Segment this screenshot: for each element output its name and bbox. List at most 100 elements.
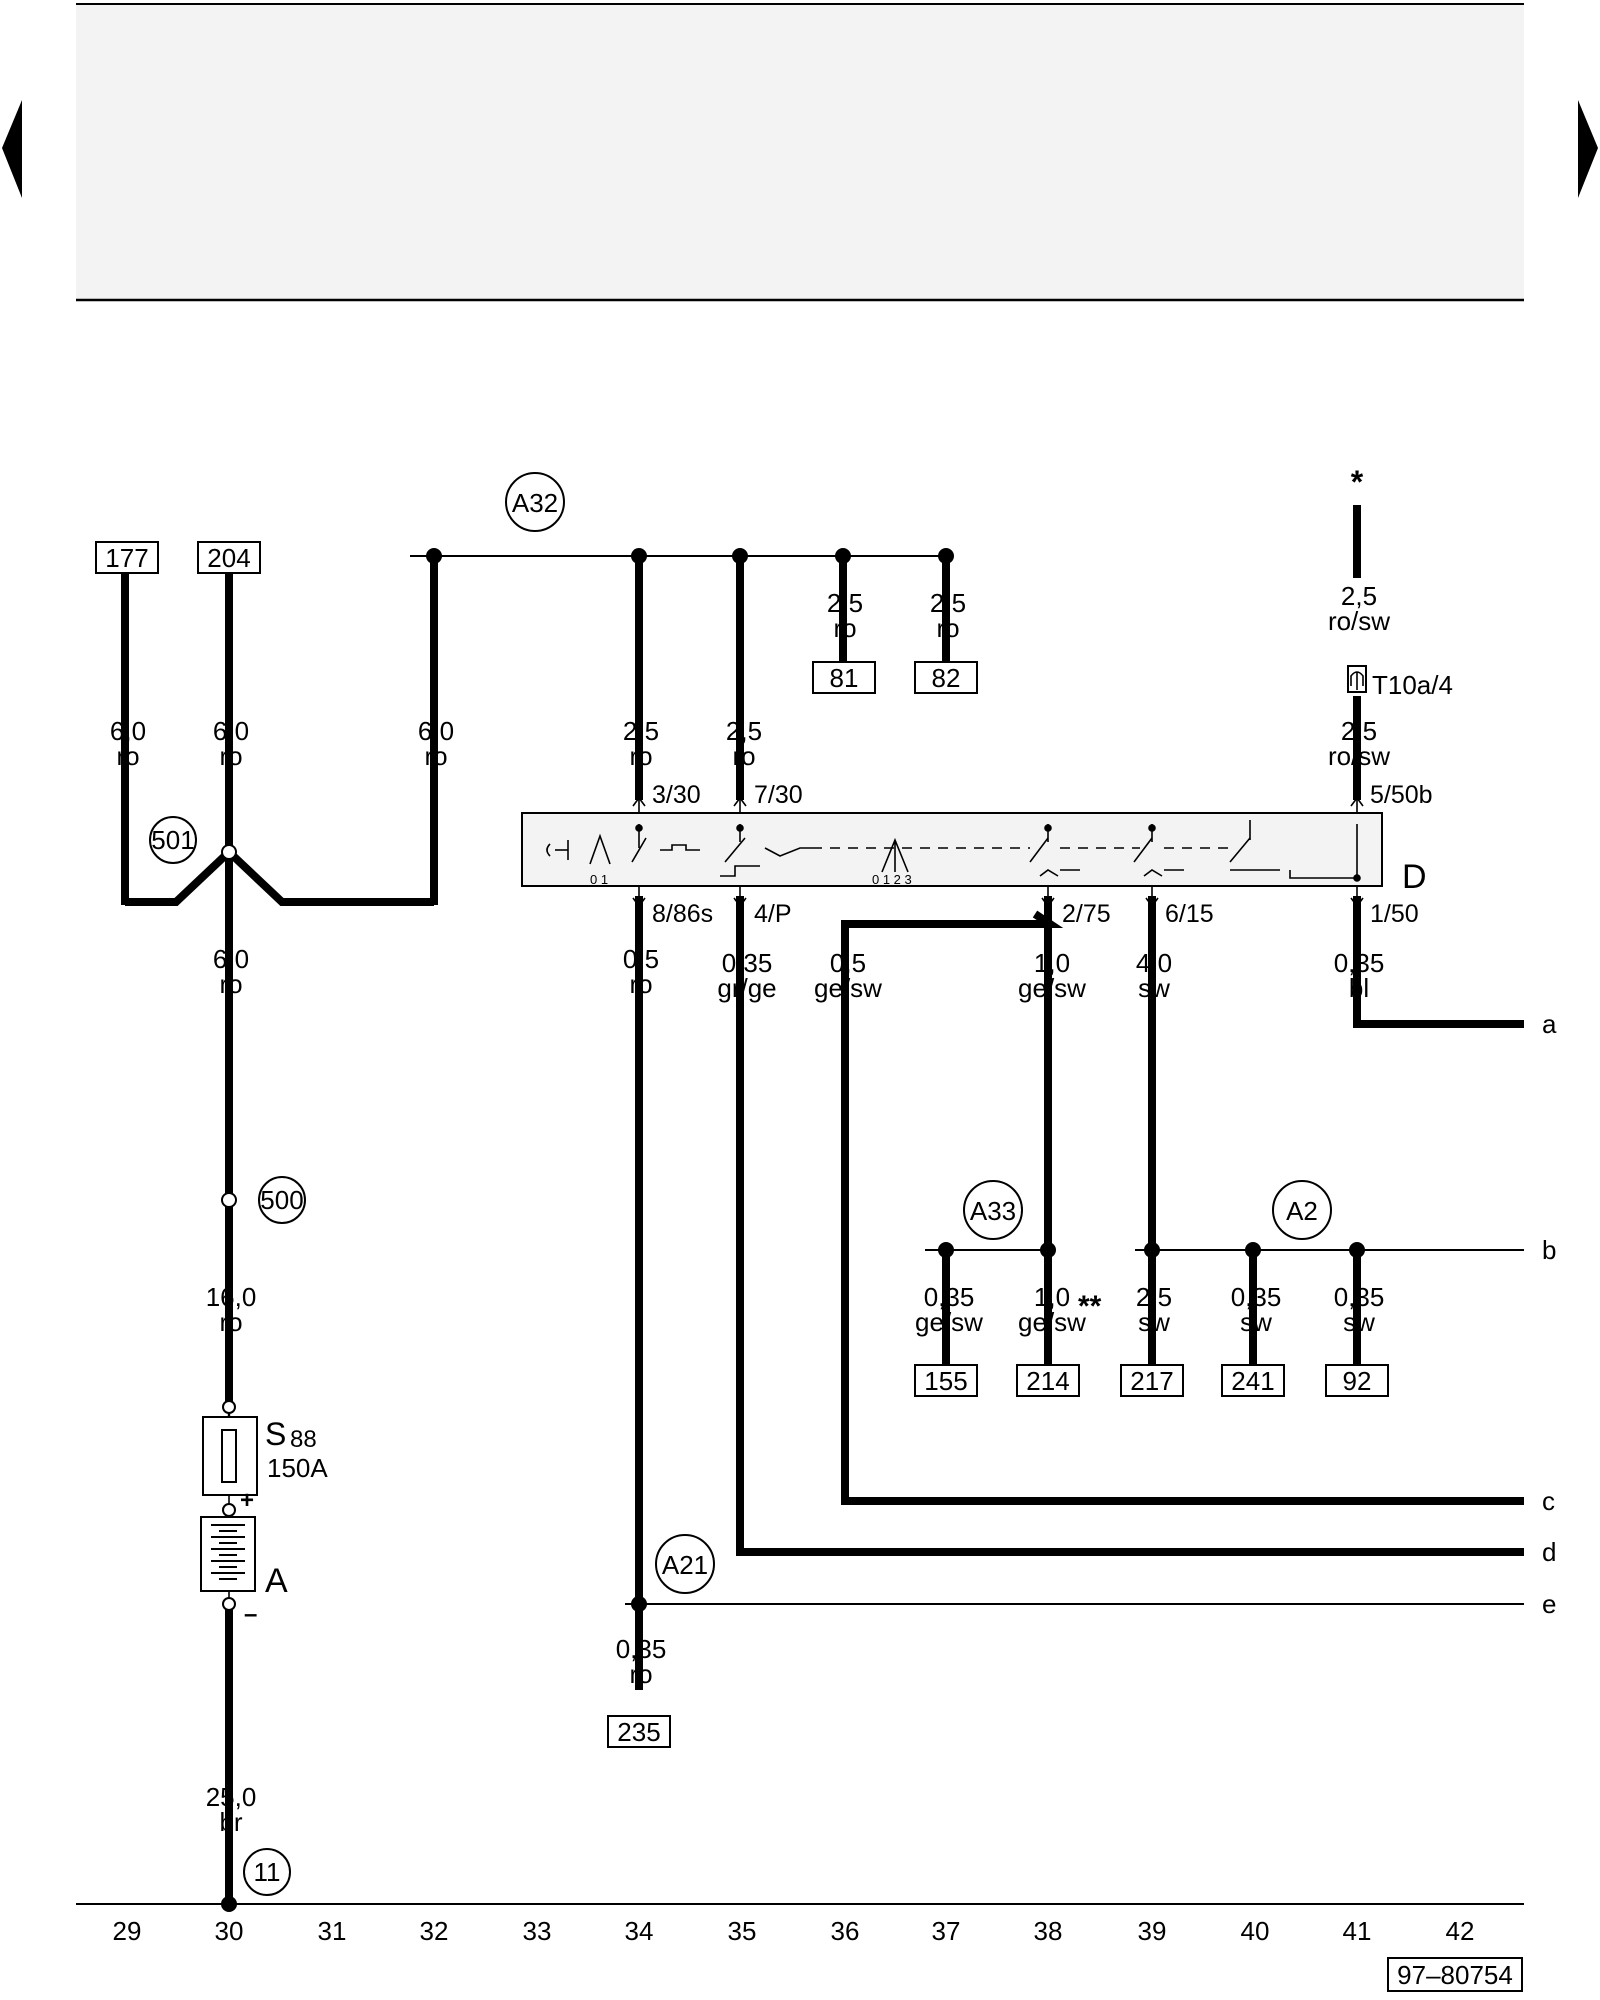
pin-label: 6/15 <box>1165 900 1214 928</box>
buses <box>76 555 1524 1905</box>
wire-size: 2,5 <box>726 716 762 746</box>
ref-box-label: 92 <box>1343 1366 1372 1396</box>
wire-color: sw <box>1240 1307 1272 1337</box>
wire-size: 0,35 <box>1334 1282 1385 1312</box>
switch-internals <box>546 820 1361 882</box>
wire-size: 1,0 <box>1034 1282 1070 1312</box>
diagram-id: 97–80754 <box>1397 1960 1513 1990</box>
wire-color: ro <box>629 741 652 771</box>
column-number: 40 <box>1241 1916 1270 1946</box>
junction-dot <box>1349 1242 1365 1258</box>
double-star-marker: ** <box>1078 1290 1102 1323</box>
wire-36 <box>841 910 1524 1505</box>
hollow-junction-501 <box>221 844 237 860</box>
edge-label: c <box>1542 1486 1555 1516</box>
junction-dot <box>835 548 851 564</box>
column-number: 35 <box>728 1916 757 1946</box>
wire-color: ro <box>936 613 959 643</box>
column-number: 37 <box>932 1916 961 1946</box>
ref-box-label: 235 <box>617 1717 660 1747</box>
wire-size: 25,0 <box>206 1782 257 1812</box>
wire-size: 0,35 <box>1334 948 1385 978</box>
ground-point-label: 500 <box>260 1185 303 1215</box>
junction-dot <box>938 1242 954 1258</box>
wire-color: ge/sw <box>915 1307 983 1337</box>
hollow-junction-500 <box>221 1192 237 1208</box>
wire-color: ro <box>424 741 447 771</box>
wire-size: 0,5 <box>623 944 659 974</box>
wire-size: 2,5 <box>623 716 659 746</box>
ref-box <box>1016 1364 1080 1397</box>
triangle-left-icon[interactable] <box>2 100 22 198</box>
ref-box <box>914 1364 978 1397</box>
fuse-s88 <box>202 1400 258 1517</box>
pin-label: 4/P <box>754 900 792 928</box>
wire-color: br <box>219 1807 242 1837</box>
fuse-terminal <box>222 1503 236 1517</box>
ground-point-label: 11 <box>254 1857 281 1887</box>
wire-size: 1,0 <box>1034 948 1070 978</box>
column-number: 39 <box>1138 1916 1167 1946</box>
column-number: 34 <box>625 1916 654 1946</box>
ref-box-label: 214 <box>1026 1366 1069 1396</box>
fuse-name: S <box>265 1416 286 1452</box>
switch-positions-left: 0 1 <box>590 872 608 887</box>
edge-label: b <box>1542 1235 1556 1265</box>
ground-point-circle <box>258 1176 306 1224</box>
column-number: 32 <box>420 1916 449 1946</box>
wire-size: 2,5 <box>1341 716 1377 746</box>
wire-color: ro <box>629 1659 652 1689</box>
pin-arrow <box>733 796 747 807</box>
connector-symbol <box>1350 671 1364 690</box>
wire-size: 0,35 <box>1231 1282 1282 1312</box>
wire-size: 2,5 <box>827 588 863 618</box>
component-d <box>521 796 1383 908</box>
edge-label: e <box>1542 1589 1556 1619</box>
wire-size: 2,5 <box>930 588 966 618</box>
triangle-right-icon[interactable] <box>1578 100 1598 198</box>
battery-minus: – <box>244 1601 257 1628</box>
battery-label: A <box>265 1562 288 1600</box>
wire-size: 6,0 <box>110 716 146 746</box>
header-panel <box>76 4 1524 300</box>
ref-box <box>197 541 261 574</box>
wire-color: ro <box>219 969 242 999</box>
ref-box <box>914 661 978 694</box>
junction-dot <box>1144 1242 1160 1258</box>
wire-size: 16,0 <box>206 1282 257 1312</box>
wire-color: ro <box>219 741 242 771</box>
component-d-label: D <box>1402 858 1427 896</box>
fuse-element <box>221 1429 237 1483</box>
junction-dot <box>631 1596 647 1612</box>
pin-label: 3/30 <box>652 781 701 809</box>
pin-arrow <box>1145 897 1159 908</box>
wire-41-bottom <box>1353 896 1524 1028</box>
ref-box <box>1221 1364 1285 1397</box>
pin-label: 2/75 <box>1062 900 1111 928</box>
wire-color: sw <box>1138 1307 1170 1337</box>
ref-box-label: 204 <box>207 543 250 573</box>
ground-point-label: 501 <box>151 825 194 855</box>
wire-size: 0,35 <box>616 1634 667 1664</box>
pin-label: 8/86s <box>652 900 713 928</box>
edge-labels: a b c d e <box>1542 1009 1557 1619</box>
wire-color: sw <box>1138 973 1170 1003</box>
pin-label: 5/50b <box>1370 781 1433 809</box>
ground-point-circle <box>243 1848 291 1896</box>
ref-box <box>607 1715 671 1748</box>
reference-boxes: 177 204 81 82 155 214 217 241 92 235 <box>95 541 1389 1748</box>
column-number: 38 <box>1034 1916 1063 1946</box>
column-number: 41 <box>1343 1916 1372 1946</box>
pin-label: 1/50 <box>1370 900 1419 928</box>
ref-box <box>1120 1364 1184 1397</box>
connection-circle <box>1272 1180 1332 1240</box>
fuse-terminal <box>222 1400 236 1414</box>
junction-dot <box>938 548 954 564</box>
ref-box <box>812 661 876 694</box>
wire-size: 2,5 <box>1136 1282 1172 1312</box>
switch-housing <box>521 812 1383 887</box>
pin-label: 7/30 <box>754 781 803 809</box>
pin-arrow <box>1041 897 1055 908</box>
edge-label: d <box>1542 1537 1556 1567</box>
